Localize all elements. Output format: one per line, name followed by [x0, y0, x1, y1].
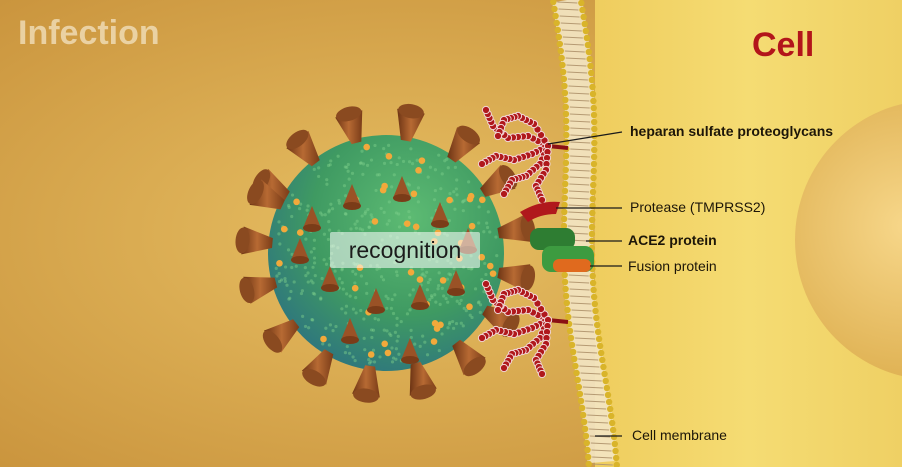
label-cell-membrane: Cell membrane [632, 427, 727, 443]
fusion-protein-shape [553, 259, 591, 272]
label-fusion-protein: Fusion protein [628, 258, 717, 274]
recognition-label: recognition [330, 232, 480, 268]
callout-line-heparan [547, 131, 623, 145]
heparan-sulfate-proteoglycan-bottom [477, 279, 569, 379]
protease-tmprss2-shape [520, 201, 560, 222]
heparan-sulfate-proteoglycan-top [477, 105, 569, 205]
cell-membrane [550, 0, 620, 467]
label-protease: Protease (TMPRSS2) [630, 199, 766, 215]
infection-heading: Infection [18, 14, 160, 52]
label-heparan-sulfate: heparan sulfate proteoglycans [630, 123, 834, 139]
cell-nucleus [795, 103, 902, 377]
callout-lines [547, 131, 623, 437]
cell-heading: Cell [752, 26, 815, 64]
virus-spikes [235, 103, 536, 403]
label-ace2: ACE2 protein [628, 232, 717, 248]
